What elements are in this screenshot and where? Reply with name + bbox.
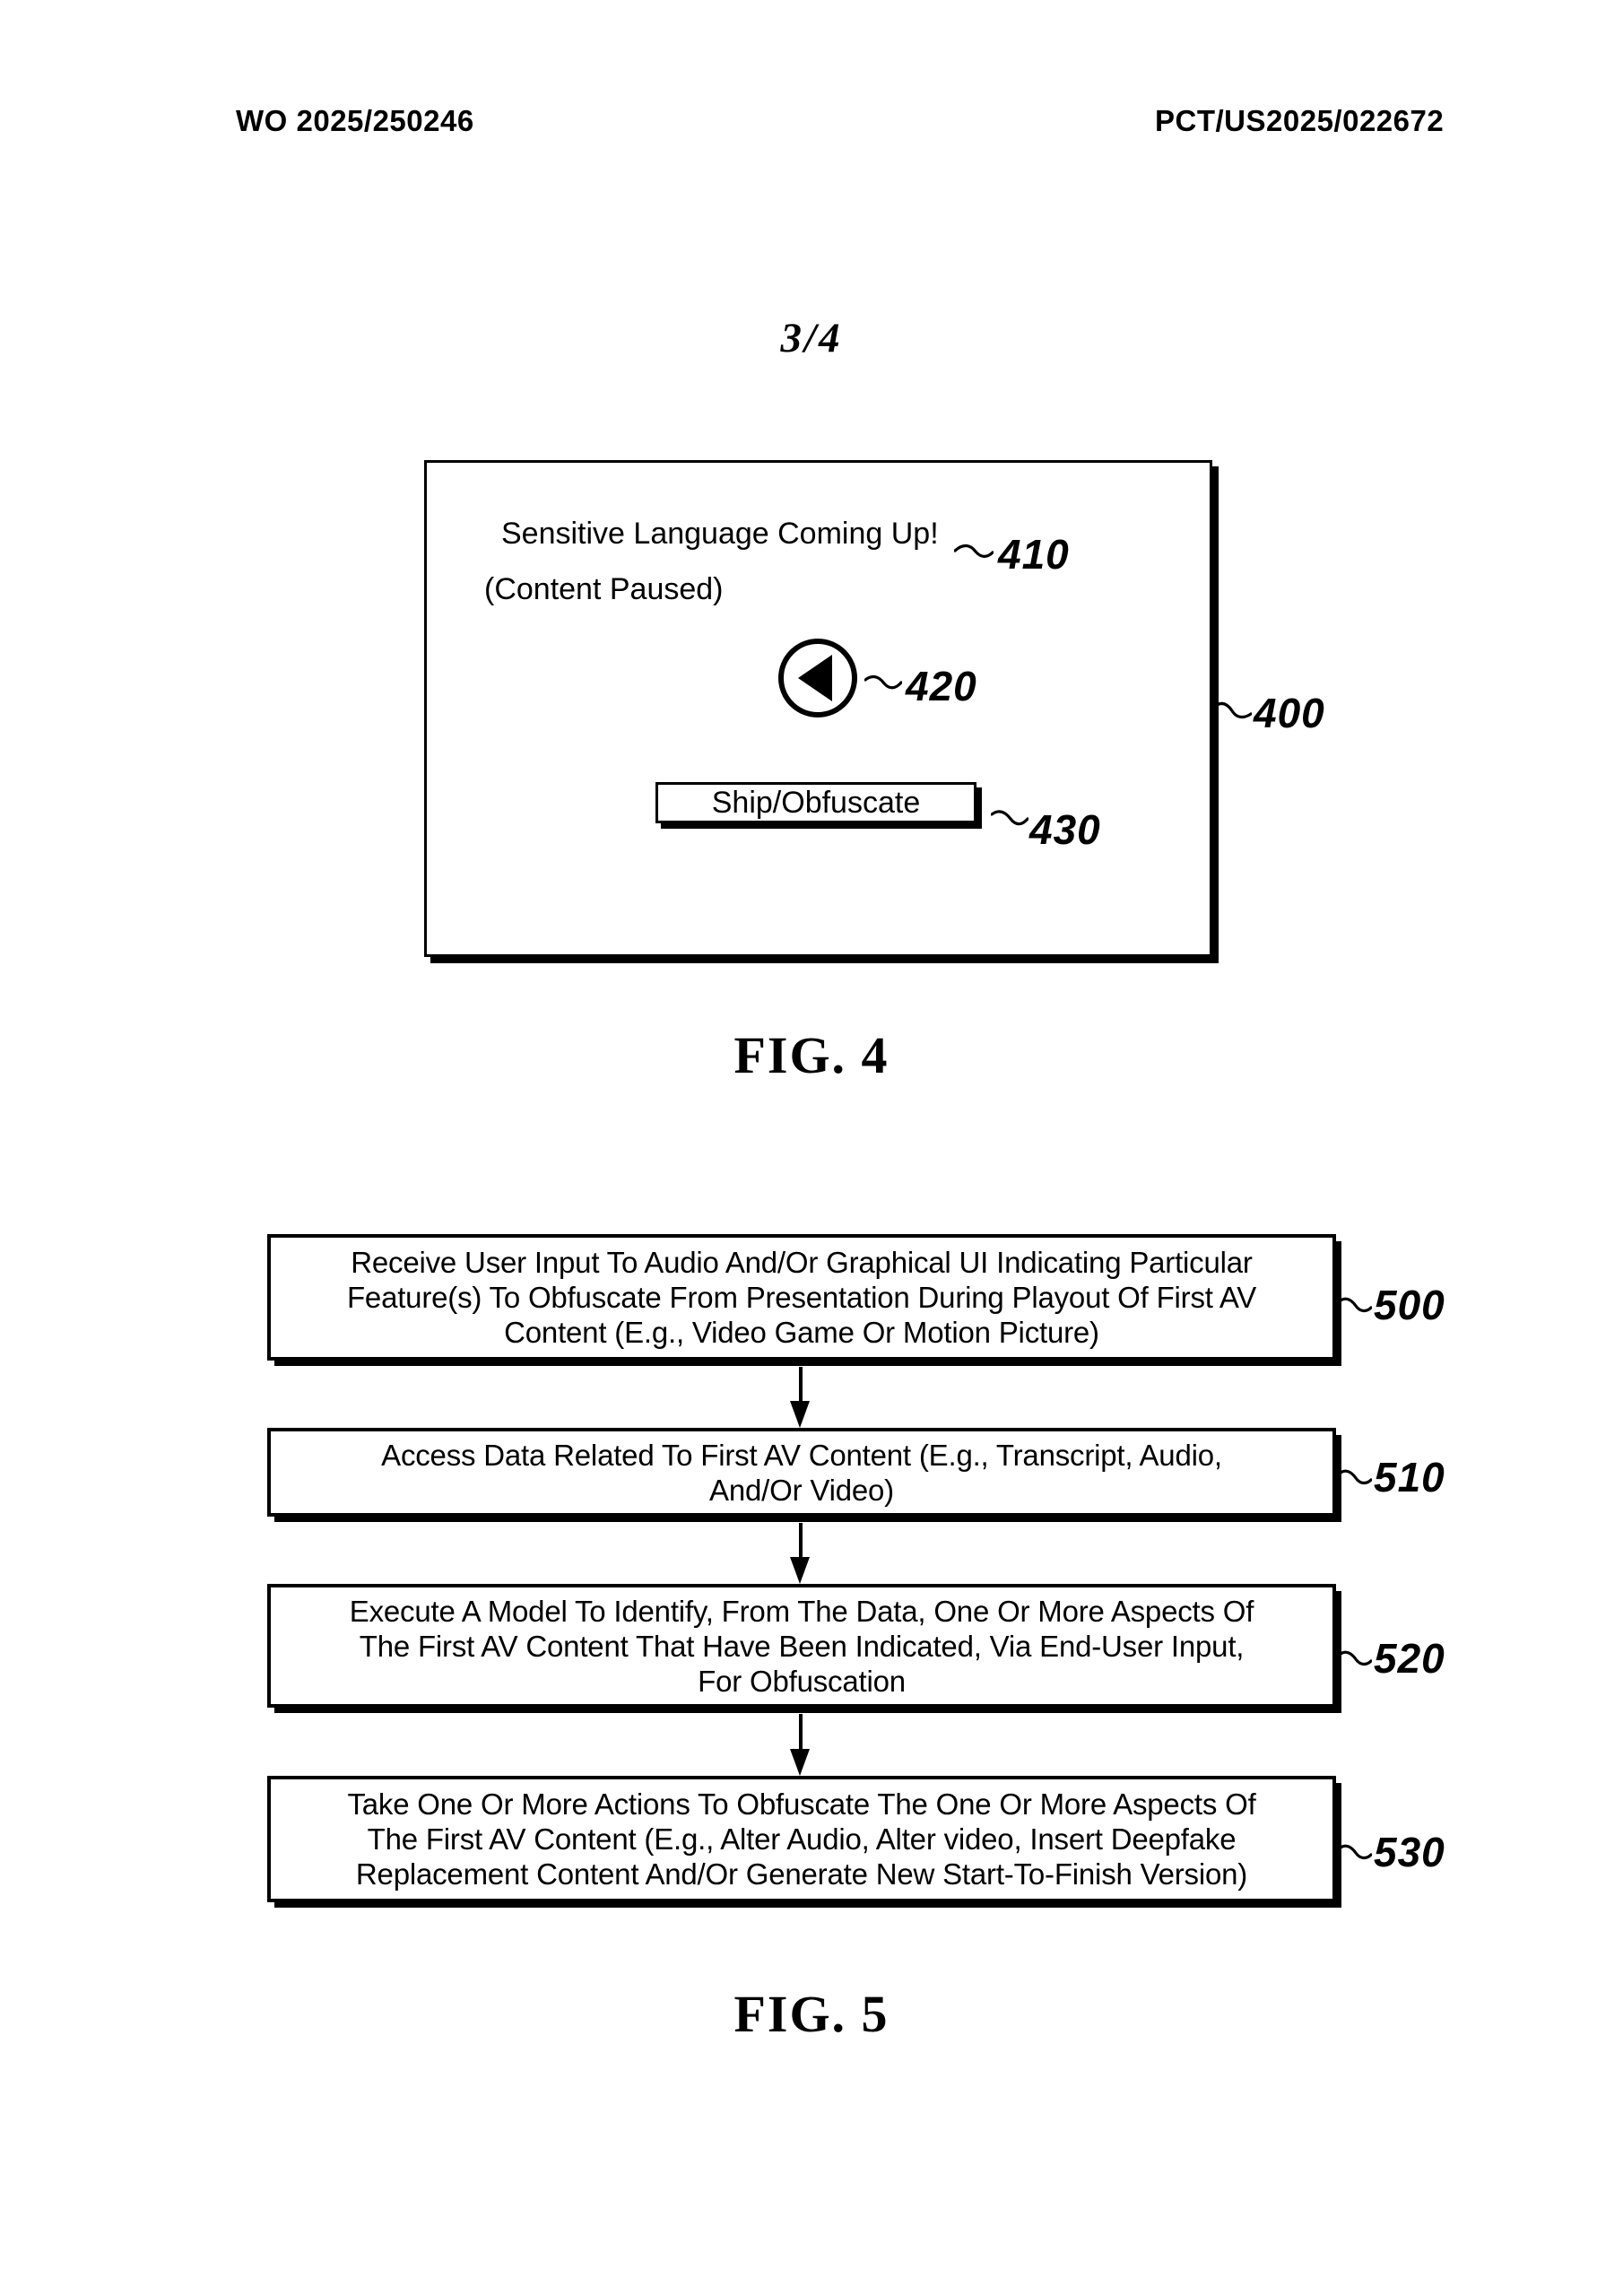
ref-connector-400: [1216, 701, 1252, 719]
sensitive-language-alert-text: Sensitive Language Coming Up!: [501, 517, 939, 551]
flow-step-510-line: And/Or Video): [709, 1473, 894, 1507]
fig4-display-screen: Sensitive Language Coming Up! (Content P…: [424, 460, 1212, 957]
flow-step-520-line: For Obfuscation: [698, 1664, 906, 1698]
flow-step-530-line: Replacement Content And/Or Generate New …: [355, 1857, 1248, 1891]
ref-500: 500: [1374, 1282, 1445, 1328]
ref-connector-420: [864, 674, 902, 690]
flow-step-500-line: Content (E.g., Video Game Or Motion Pict…: [504, 1316, 1099, 1349]
publication-number: WO 2025/250246: [236, 104, 474, 137]
flow-step-510: Access Data Related To First AV Content …: [267, 1428, 1336, 1517]
ref-connector-510: [1340, 1469, 1372, 1485]
ref-520: 520: [1374, 1635, 1445, 1682]
flow-step-510-line: Access Data Related To First AV Content …: [381, 1438, 1222, 1472]
content-paused-text: (Content Paused): [484, 572, 724, 606]
flow-arrow-line: [799, 1367, 803, 1403]
rewind-triangle-icon: [798, 655, 832, 701]
ref-connector-430: [991, 810, 1028, 826]
ref-connector-520: [1340, 1650, 1372, 1666]
rewind-button[interactable]: [778, 639, 857, 718]
fig5-caption: FIG. 5: [733, 1985, 890, 2043]
flow-step-500-line: Feature(s) To Obfuscate From Presentatio…: [346, 1281, 1257, 1314]
ref-400: 400: [1254, 690, 1325, 736]
ref-510: 510: [1374, 1454, 1445, 1500]
ref-410: 410: [998, 531, 1070, 578]
ship-obfuscate-button[interactable]: Ship/Obfuscate: [655, 782, 976, 823]
ref-530: 530: [1374, 1829, 1445, 1875]
flow-arrow-line: [799, 1714, 803, 1749]
ref-420: 420: [906, 663, 977, 709]
flow-step-530: Take One Or More Actions To Obfuscate Th…: [267, 1776, 1336, 1902]
flow-arrow-head: [790, 1557, 810, 1584]
flow-arrow-head: [790, 1401, 810, 1428]
ship-obfuscate-button-label: Ship/Obfuscate: [711, 785, 921, 820]
ref-connector-530: [1340, 1844, 1372, 1860]
flow-step-530-line: The First AV Content (E.g., Alter Audio,…: [367, 1822, 1237, 1856]
ref-connector-500: [1340, 1297, 1372, 1313]
application-number: PCT/US2025/022672: [1155, 104, 1445, 137]
flow-step-500-line: Receive User Input To Audio And/Or Graph…: [351, 1246, 1253, 1279]
flow-step-500: Receive User Input To Audio And/Or Graph…: [267, 1234, 1336, 1361]
ref-430: 430: [1029, 806, 1101, 853]
sheet-number: 3/4: [780, 315, 843, 361]
fig4-caption: FIG. 4: [733, 1026, 890, 1084]
ref-connector-410: [954, 544, 994, 558]
flow-step-520: Execute A Model To Identify, From The Da…: [267, 1584, 1336, 1708]
flow-arrow-line: [799, 1523, 803, 1557]
flow-step-530-line: Take One Or More Actions To Obfuscate Th…: [347, 1787, 1256, 1821]
flow-step-520-line: The First AV Content That Have Been Indi…: [359, 1629, 1245, 1663]
flow-step-520-line: Execute A Model To Identify, From The Da…: [349, 1594, 1254, 1628]
flow-arrow-head: [790, 1749, 810, 1776]
